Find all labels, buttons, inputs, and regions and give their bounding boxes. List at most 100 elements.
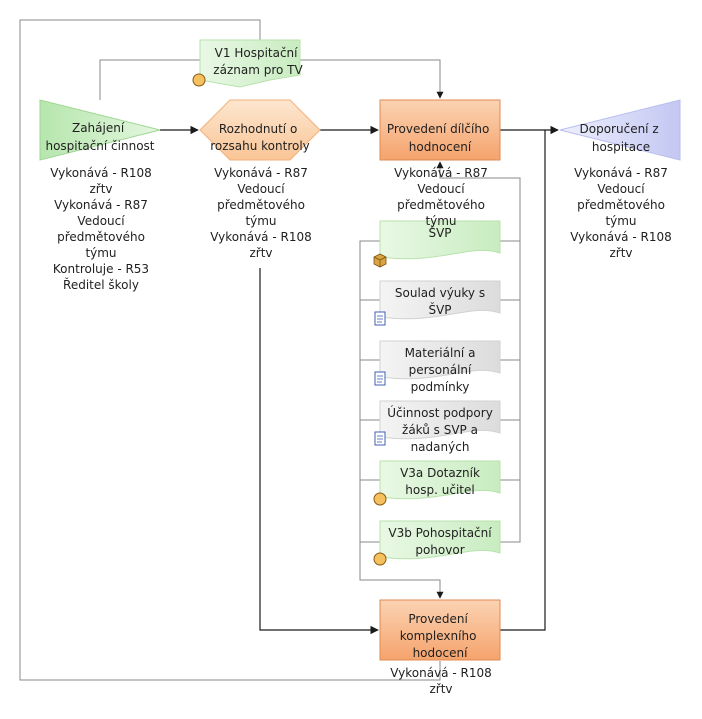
recommendation-line-2: hospitace bbox=[592, 140, 650, 154]
start-line-1: Zahájení bbox=[72, 121, 125, 135]
role-complex-line-1: zřtv bbox=[429, 682, 452, 696]
partial-label: Provedení dílčího hodnocení bbox=[387, 122, 493, 154]
document-1-line-0: Soulad výuky s bbox=[395, 286, 485, 300]
document-1[interactable]: Soulad výuky s ŠVP bbox=[374, 280, 501, 326]
role-decide-line-5: zřtv bbox=[249, 246, 272, 260]
role-start-line-3: Vedoucí bbox=[77, 214, 125, 228]
role-start-line-5: týmu bbox=[85, 246, 116, 260]
document-5-line-0: V3b Pohospitační bbox=[388, 526, 492, 540]
document-0-label: ŠVP bbox=[428, 225, 451, 240]
decision-node[interactable]: Rozhodnutí o rozsahu kontroly bbox=[199, 99, 321, 161]
document-shapes: ŠVP Soulad výuky s ŠVP Materiální a personál… bbox=[373, 220, 501, 566]
v1-line-1: V1 Hospitační bbox=[215, 46, 298, 60]
role-decide-line-1: Vedoucí bbox=[237, 182, 285, 196]
role-start-line-6: Kontroluje - R53 bbox=[53, 262, 149, 276]
complex-label: Provedení komplexního hodocení bbox=[400, 612, 481, 660]
document-4-line-0: V3a Dotazník bbox=[400, 466, 480, 480]
role-recommend-line-0: Vykonává - R87 bbox=[574, 166, 668, 180]
document-5-label: V3b Pohospitační pohovor bbox=[388, 526, 492, 557]
role-recommend-line-1: Vedoucí bbox=[597, 182, 645, 196]
complex-line-2: komplexního bbox=[400, 629, 477, 643]
loop-connector bbox=[19, 19, 441, 681]
document-2-line-2: podmínky bbox=[411, 380, 470, 394]
role-start-line-0: Vykonává - R108 bbox=[50, 166, 151, 180]
document-2-line-1: personální bbox=[409, 363, 472, 377]
decide-to-complex bbox=[259, 268, 379, 635]
start-event[interactable]: Zahájení hospitační činnost bbox=[39, 99, 161, 161]
role-decide-line-0: Vykonává - R87 bbox=[214, 166, 308, 180]
partial-line-1: Provedení dílčího bbox=[387, 122, 489, 136]
document-3-label: Účinnost podpory žáků s SVP a nadaných bbox=[387, 405, 493, 454]
compass-icon bbox=[373, 492, 387, 506]
document-3-line-2: nadaných bbox=[411, 440, 470, 454]
role-decide-line-2: předmětového bbox=[217, 198, 305, 212]
document-3[interactable]: Účinnost podpory žáků s SVP a nadaných bbox=[374, 400, 501, 454]
role-partial-line-2: předmětového bbox=[397, 198, 485, 212]
docs-right-rail bbox=[500, 240, 521, 543]
docs-bracket bbox=[359, 240, 444, 599]
document-5[interactable]: V3b Pohospitační pohovor bbox=[373, 520, 501, 566]
document-0[interactable]: ŠVP bbox=[373, 220, 501, 268]
v1-line-2: záznam pro TV bbox=[213, 63, 303, 77]
compass-icon bbox=[192, 73, 206, 87]
decision-line-1: Rozhodnutí o bbox=[219, 122, 297, 136]
document-3-line-1: žáků s SVP a bbox=[402, 423, 478, 437]
v1-to-partial bbox=[300, 59, 444, 99]
document-4-label: V3a Dotazník hosp. učitel bbox=[400, 466, 480, 497]
document-1-line-1: ŠVP bbox=[428, 302, 451, 317]
role-complex-line-0: Vykonává - R108 bbox=[390, 666, 491, 680]
decision-label: Rozhodnutí o rozsahu kontroly bbox=[210, 122, 310, 153]
document-icon bbox=[374, 311, 386, 326]
role-partial-line-1: Vedoucí bbox=[417, 182, 465, 196]
complex-line-3: hodocení bbox=[413, 646, 468, 660]
complex-to-recommend bbox=[500, 130, 546, 631]
v1-form-label: V1 Hospitační záznam pro TV bbox=[213, 46, 303, 77]
main-connectors bbox=[160, 125, 559, 635]
document-2-label: Materiální a personální podmínky bbox=[405, 346, 476, 394]
document-1-label: Soulad výuky s ŠVP bbox=[395, 286, 485, 317]
document-4[interactable]: V3a Dotazník hosp. učitel bbox=[373, 460, 501, 506]
start-line-2: hospitační činnost bbox=[45, 139, 154, 153]
document-5-line-1: pohovor bbox=[415, 543, 464, 557]
document-icon bbox=[374, 431, 386, 446]
role-partial-line-3: týmu bbox=[425, 214, 456, 228]
document-2[interactable]: Materiální a personální podmínky bbox=[374, 340, 501, 394]
partial-evaluation-task[interactable]: Provedení dílčího hodnocení bbox=[379, 99, 501, 161]
role-decide-line-4: Vykonává - R108 bbox=[210, 230, 311, 244]
start-event-label: Zahájení hospitační činnost bbox=[45, 121, 154, 153]
box-icon bbox=[373, 253, 387, 268]
document-4-line-1: hosp. učitel bbox=[405, 483, 474, 497]
document-0-line-0: ŠVP bbox=[428, 225, 451, 240]
role-recommend-line-2: předmětového bbox=[577, 198, 665, 212]
v1-form[interactable]: V1 Hospitační záznam pro TV bbox=[192, 39, 303, 88]
recommendation-label: Doporučení z hospitace bbox=[580, 122, 663, 154]
roles-complex: Vykonává - R108 zřtv bbox=[390, 666, 491, 696]
role-start-line-4: předmětového bbox=[57, 230, 145, 244]
role-partial-line-0: Vykonává - R87 bbox=[394, 166, 488, 180]
document-icon bbox=[374, 371, 386, 386]
thin-connectors bbox=[19, 19, 521, 681]
role-decide-line-3: týmu bbox=[245, 214, 276, 228]
complex-line-1: Provedení bbox=[408, 612, 468, 626]
role-start-line-2: Vykonává - R87 bbox=[54, 198, 148, 212]
compass-icon bbox=[373, 552, 387, 566]
partial-line-2: hodnocení bbox=[409, 140, 472, 154]
role-start-line-7: Ředitel školy bbox=[63, 277, 139, 292]
role-recommend-line-4: Vykonává - R108 bbox=[570, 230, 671, 244]
document-2-line-0: Materiální a bbox=[405, 346, 476, 360]
role-start-line-1: zřtv bbox=[89, 182, 112, 196]
role-recommend-line-5: zřtv bbox=[609, 246, 632, 260]
recommendation-event[interactable]: Doporučení z hospitace bbox=[559, 99, 681, 161]
document-3-line-0: Účinnost podpory bbox=[387, 405, 493, 420]
role-recommend-line-3: týmu bbox=[605, 214, 636, 228]
decision-line-2: rozsahu kontroly bbox=[210, 139, 310, 153]
v1-link bbox=[99, 59, 200, 100]
recommendation-line-1: Doporučení z bbox=[580, 122, 659, 136]
complex-evaluation-task[interactable]: Provedení komplexního hodocení bbox=[379, 599, 501, 661]
